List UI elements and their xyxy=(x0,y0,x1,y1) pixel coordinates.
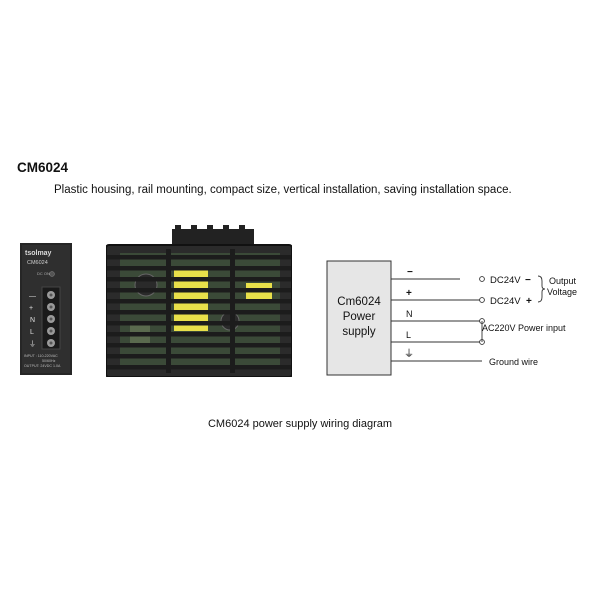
pin-label-minus: − xyxy=(407,267,413,278)
brand-logo-text: tsolmay xyxy=(25,250,52,257)
ventilation-slats xyxy=(106,249,292,373)
top-terminal-block xyxy=(172,225,254,247)
panel-model-text: CM6024 xyxy=(27,260,48,266)
dc-sign-minus: − xyxy=(525,275,531,286)
diagram-caption: CM6024 power supply wiring diagram xyxy=(207,418,393,430)
product-description: Plastic housing, rail mounting, compact … xyxy=(54,184,512,196)
terminal-dot xyxy=(479,276,485,282)
front-panel-image: tsolmay CM6024 DC ON — + N L ⏚ INPUT : 1… xyxy=(20,243,72,375)
output-bracket xyxy=(537,275,546,303)
panel-terminal-label: + xyxy=(29,305,33,312)
screw-terminals xyxy=(47,291,55,347)
panel-spec-line: INPUT : 110-220VAC xyxy=(24,354,58,358)
ac-input-label: AC220V Power input xyxy=(482,323,566,333)
output-label-line-2: Voltage xyxy=(547,287,577,297)
dc-sign-plus: + xyxy=(526,296,532,307)
output-label-line-1: Output xyxy=(549,276,577,286)
terminal-dot xyxy=(479,297,485,303)
pin-label-l: L xyxy=(406,330,411,340)
page-title: CM6024 xyxy=(17,160,69,175)
side-view-image xyxy=(106,225,292,377)
box-label-line-1: Cm6024 xyxy=(337,296,381,308)
power-supply-box xyxy=(326,260,392,376)
dc-label-minus: DC24V xyxy=(490,275,521,286)
panel-terminal-label: L xyxy=(30,329,34,336)
pin-label-n: N xyxy=(406,309,413,319)
panel-spec-line: OUTPUT: 24VDC 1.0A xyxy=(24,364,61,368)
pin-label-ground: ⏚ xyxy=(404,348,414,360)
panel-spec-line: 50/60Hz xyxy=(42,359,56,363)
box-label-line-2: Power xyxy=(343,311,376,323)
dc-label-plus: DC24V xyxy=(490,296,521,307)
panel-terminal-label: — xyxy=(29,293,36,300)
ground-wire-label: Ground wire xyxy=(489,357,538,367)
pin-label-plus: + xyxy=(406,288,412,299)
panel-terminal-label: N xyxy=(30,317,35,324)
svg-text:DC ON: DC ON xyxy=(37,271,50,276)
panel-terminal-label: ⏚ xyxy=(29,340,36,348)
box-label-line-3: supply xyxy=(342,326,375,338)
